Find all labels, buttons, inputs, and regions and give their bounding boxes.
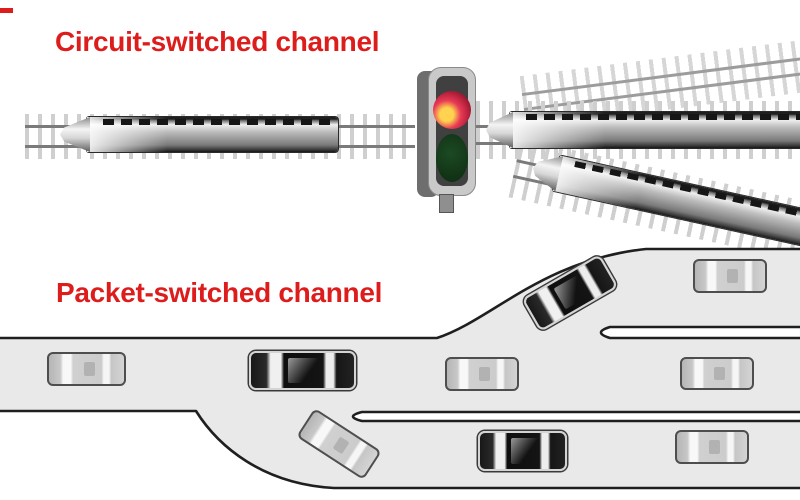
corner-red-dash [0,8,13,13]
car-icon [478,431,567,471]
train-icon [60,117,338,152]
red-light-icon [433,91,471,129]
train-icon [486,112,800,148]
green-light-icon [436,134,468,182]
highway-icon [0,247,800,490]
car-icon [680,357,754,390]
train-body [87,117,338,152]
train-windows [103,119,333,125]
car-icon [296,407,382,481]
traffic-light-icon [415,66,477,213]
train-body [510,112,800,148]
circuit-switched-title: Circuit-switched channel [55,26,380,57]
car-icon [445,357,519,391]
traffic-light-post [439,194,454,213]
car-icon [521,254,619,332]
car-icon [675,430,749,464]
car-icon [693,259,767,293]
car-icon [249,351,356,390]
highway-shape [0,247,800,490]
packet-switched-title: Packet-switched channel [56,277,383,308]
car-icon [47,352,126,386]
train-windows [526,114,800,120]
